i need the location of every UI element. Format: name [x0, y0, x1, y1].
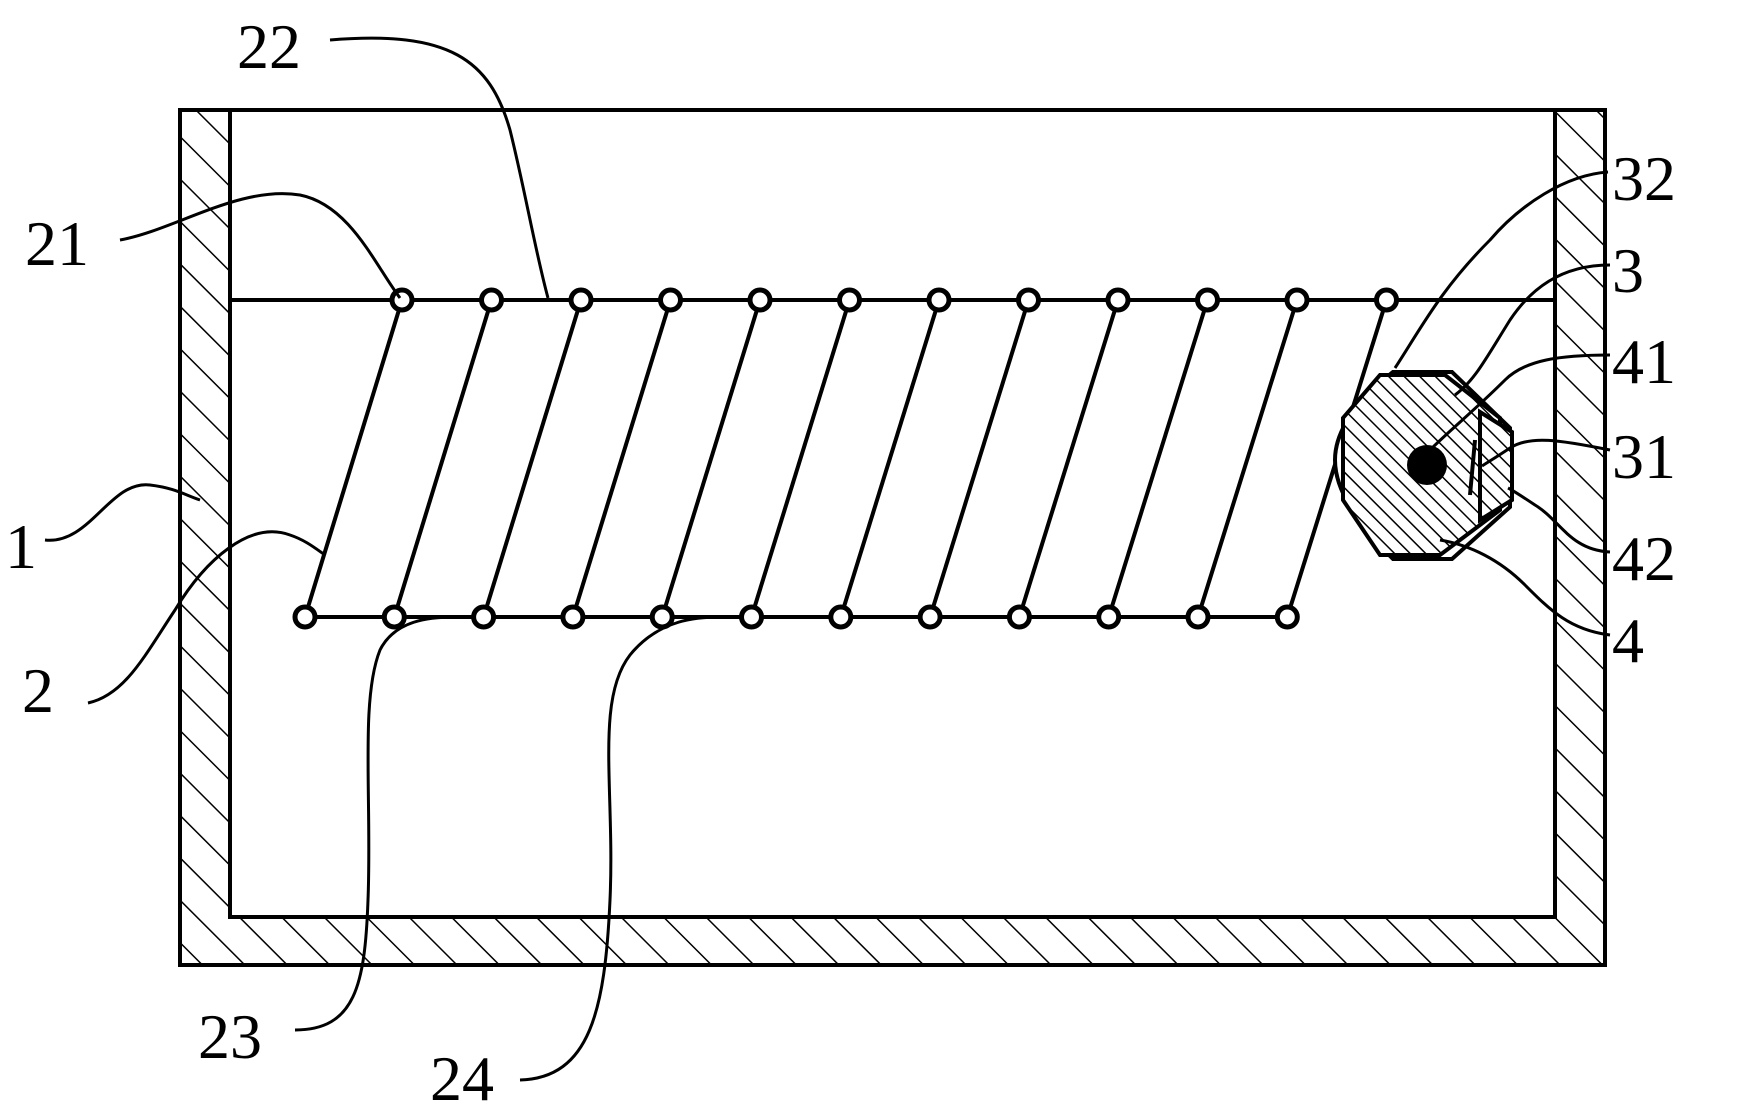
bottom-node: [828, 604, 854, 630]
rotor-shaft: [1407, 445, 1447, 485]
label-32: 32: [1612, 143, 1676, 214]
coil-wire: [303, 299, 404, 618]
leader-1: [44, 483, 201, 542]
label-2: 2: [22, 655, 54, 726]
label-41: 41: [1612, 326, 1676, 397]
bottom-node: [1185, 604, 1211, 630]
bottom-node: [292, 604, 318, 630]
leader-42: [1507, 486, 1611, 554]
label-22: 22: [237, 11, 301, 82]
coil-wire: [570, 299, 673, 618]
coil-wire: [660, 299, 762, 618]
label-24: 24: [430, 1043, 494, 1111]
reference-labels: 1 2 3 4 21 22 23 24 31 32 41 42: [5, 11, 1676, 1111]
bottom-node: [1274, 604, 1300, 630]
top-node: [1105, 287, 1131, 313]
label-4: 4: [1612, 605, 1644, 676]
bottom-node: [381, 604, 407, 630]
leader-22: [329, 36, 550, 299]
coil-wire: [1017, 299, 1120, 618]
leader-2: [87, 530, 326, 705]
coil-wire: [392, 299, 494, 618]
leader-32: [1393, 170, 1609, 369]
leader-21: [119, 192, 402, 299]
top-node: [747, 287, 773, 313]
top-node: [926, 287, 952, 313]
bottom-node: [471, 604, 497, 630]
leader-4: [1439, 538, 1611, 637]
leader-31: [1481, 438, 1611, 468]
coil-wire: [749, 299, 852, 618]
top-node: [1195, 287, 1220, 313]
top-node: [1374, 287, 1399, 313]
label-21: 21: [25, 208, 89, 279]
leader-3: [1454, 263, 1611, 397]
top-node: [837, 287, 862, 313]
rotor-right-tab: [1478, 408, 1514, 524]
label-3: 3: [1612, 235, 1644, 306]
coil-wire: [928, 299, 1031, 618]
coil-wire: [1106, 299, 1210, 618]
leader-41: [1428, 353, 1611, 452]
leader-23: [294, 615, 456, 1032]
bottom-node: [739, 604, 764, 630]
bottom-node: [649, 604, 675, 630]
label-42: 42: [1612, 523, 1676, 594]
top-node: [658, 287, 683, 313]
leader-24: [519, 615, 721, 1082]
coil-wire: [1196, 299, 1299, 618]
coil-wire: [481, 299, 583, 618]
coil: [292, 287, 1399, 630]
label-1: 1: [5, 511, 37, 582]
bottom-node: [1006, 604, 1032, 630]
bottom-node: [917, 604, 943, 630]
label-23: 23: [198, 1001, 262, 1072]
top-node: [1016, 287, 1041, 313]
top-node: [568, 287, 594, 313]
housing: [178, 108, 1607, 967]
bottom-node: [560, 604, 586, 630]
rotor-slot: [1468, 439, 1477, 496]
leader-lines: [44, 36, 1611, 1082]
top-node: [479, 287, 504, 313]
rotor-assembly: [1332, 370, 1514, 561]
top-node: [1284, 287, 1310, 313]
coil-wire: [838, 299, 941, 618]
label-31: 31: [1612, 421, 1676, 492]
bottom-node: [1096, 604, 1122, 630]
